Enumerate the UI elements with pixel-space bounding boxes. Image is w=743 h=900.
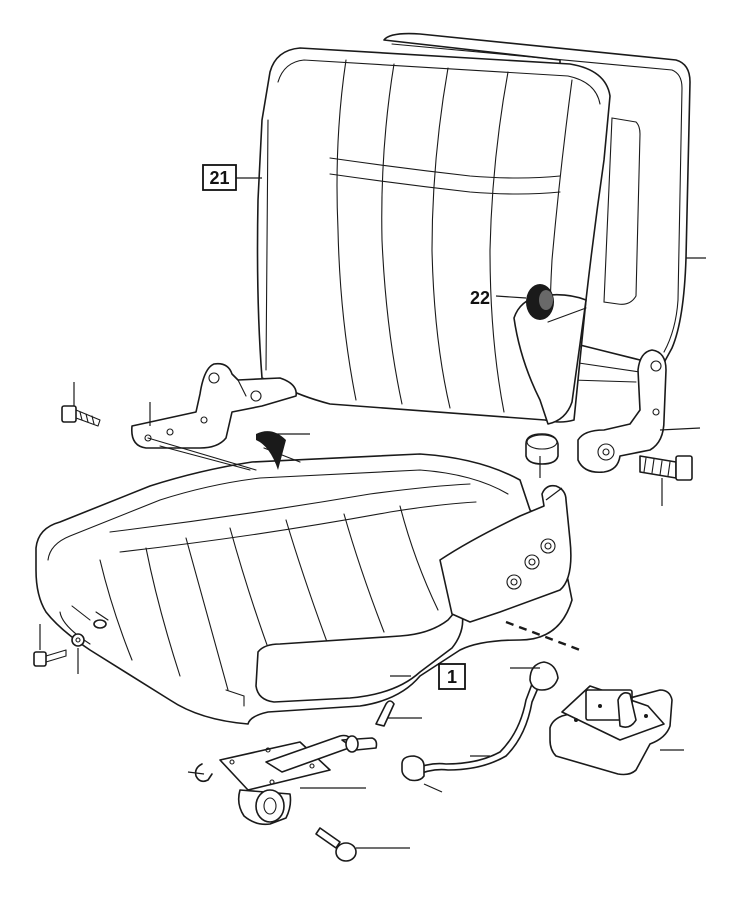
retaining-pin (375, 700, 395, 727)
mounting-plate (219, 734, 378, 791)
hinge-bolt-right (639, 455, 693, 481)
control-switch-box (549, 685, 673, 776)
cushion-clip (93, 619, 107, 629)
recline-knob (526, 284, 554, 320)
hinge-bolt-left (61, 405, 101, 427)
callout-22-label: 22 (470, 288, 490, 308)
leader-lines (39, 177, 706, 849)
callout-22: 22 (470, 288, 490, 308)
adjustment-rod (401, 661, 559, 782)
right-hinge-bracket (577, 349, 667, 474)
seat-back-front-cushion (256, 47, 611, 425)
seat-back-rear-panel (383, 32, 691, 383)
circlip (194, 763, 213, 783)
bushing (525, 433, 559, 465)
caster-wheel (237, 789, 292, 826)
pivot-line-left (147, 437, 257, 471)
clevis-pin (315, 827, 357, 862)
callout-1: 1 (438, 663, 466, 690)
side-washer (71, 633, 85, 647)
left-hinge-bracket (130, 362, 297, 449)
callout-1-label: 1 (447, 667, 457, 687)
callout-21-label: 21 (209, 168, 229, 188)
callout-21: 21 (202, 164, 237, 191)
side-screw (33, 649, 67, 667)
seat-cushion (35, 431, 573, 725)
